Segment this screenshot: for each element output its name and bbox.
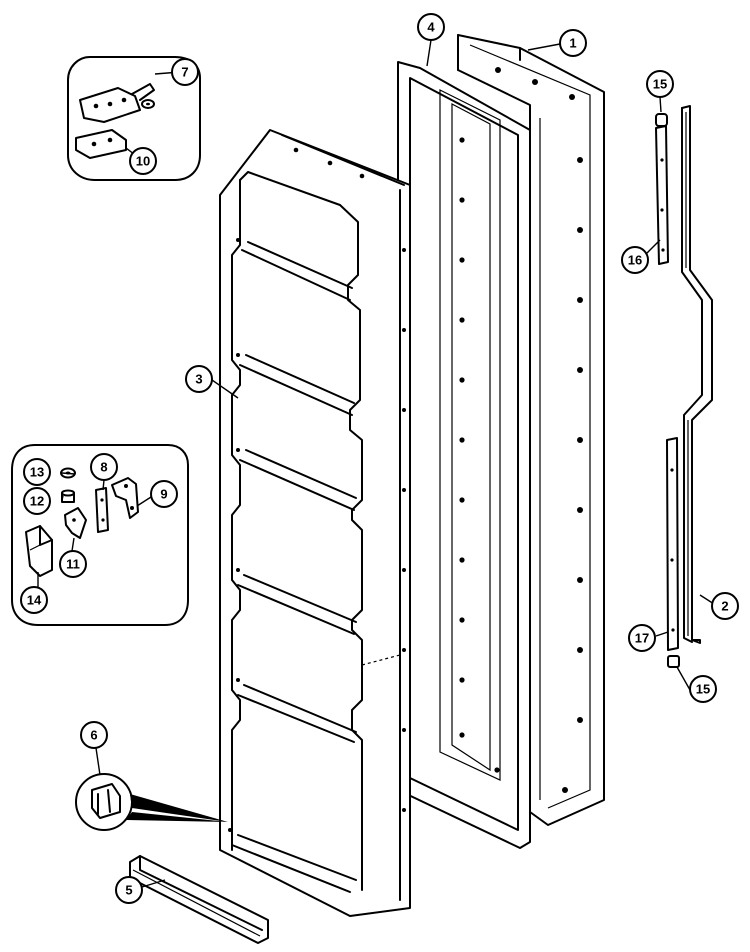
callout-6: 6 <box>80 721 108 749</box>
callout-label: 6 <box>90 728 97 743</box>
door-shelf <box>239 354 355 416</box>
callout-15-top: 15 <box>646 70 674 98</box>
liner-holes <box>228 147 406 832</box>
callout-label: 14 <box>27 593 42 608</box>
hinge-plate <box>79 83 155 123</box>
strip-8 <box>95 487 109 533</box>
door-liner <box>219 129 411 917</box>
callout-8: 8 <box>90 453 118 481</box>
hinge-inset-top <box>67 56 201 181</box>
door-gasket <box>397 61 531 849</box>
callout-3: 3 <box>185 365 213 393</box>
hinge-shim <box>75 129 127 159</box>
upper-trim-strip <box>655 125 669 265</box>
callout-16: 16 <box>621 246 649 274</box>
gasket-holes <box>459 137 500 773</box>
callout-10: 10 <box>129 147 157 175</box>
hinge-bracket-9 <box>111 477 139 519</box>
callout-label: 12 <box>30 494 44 509</box>
lower-trim-strip <box>666 437 679 651</box>
bracket-11 <box>64 507 87 539</box>
callout-label: 5 <box>125 883 132 898</box>
callout-label: 9 <box>160 487 167 502</box>
hinge-washer <box>141 99 155 109</box>
callout-label: 1 <box>569 36 576 51</box>
callout-label: 8 <box>100 460 107 475</box>
callout-label: 13 <box>30 465 44 480</box>
callout-label: 7 <box>181 65 188 80</box>
door-handle-trim <box>681 105 713 644</box>
door-shelf <box>237 574 357 635</box>
door-shelf <box>231 834 357 893</box>
callout-15-bottom: 15 <box>689 675 717 703</box>
block-14 <box>25 525 53 577</box>
hinge-inset-bottom <box>11 444 189 626</box>
callout-5: 5 <box>115 876 143 904</box>
door-shelf <box>241 241 353 301</box>
callout-label: 10 <box>136 154 150 169</box>
callout-label: 4 <box>427 20 435 35</box>
callout-label: 11 <box>66 557 80 572</box>
callout-14: 14 <box>20 586 48 614</box>
callout-7: 7 <box>171 58 199 86</box>
end-cap-top <box>655 113 668 127</box>
door-shelf <box>239 449 357 511</box>
door-shelf <box>237 684 357 743</box>
bushing-12 <box>61 489 75 503</box>
callout-4: 4 <box>417 13 445 41</box>
leader-lines <box>37 39 715 888</box>
callout-17: 17 <box>628 624 656 652</box>
callout-label: 15 <box>696 682 710 697</box>
bottom-trim <box>129 855 269 944</box>
callout-13: 13 <box>23 458 51 486</box>
panel-screw-holes <box>495 67 583 793</box>
callout-label: 2 <box>721 599 728 614</box>
callout-11: 11 <box>59 550 87 578</box>
callout-label: 3 <box>195 372 202 387</box>
callout-2: 2 <box>711 592 739 620</box>
end-cap-bottom <box>667 655 680 668</box>
callout-1: 1 <box>559 29 587 57</box>
callout-label: 16 <box>628 253 642 268</box>
callout-label: 17 <box>635 631 649 646</box>
callout-12: 12 <box>23 487 51 515</box>
callout-label: 15 <box>653 77 667 92</box>
clip-detail <box>75 773 228 831</box>
callout-9: 9 <box>150 480 178 508</box>
